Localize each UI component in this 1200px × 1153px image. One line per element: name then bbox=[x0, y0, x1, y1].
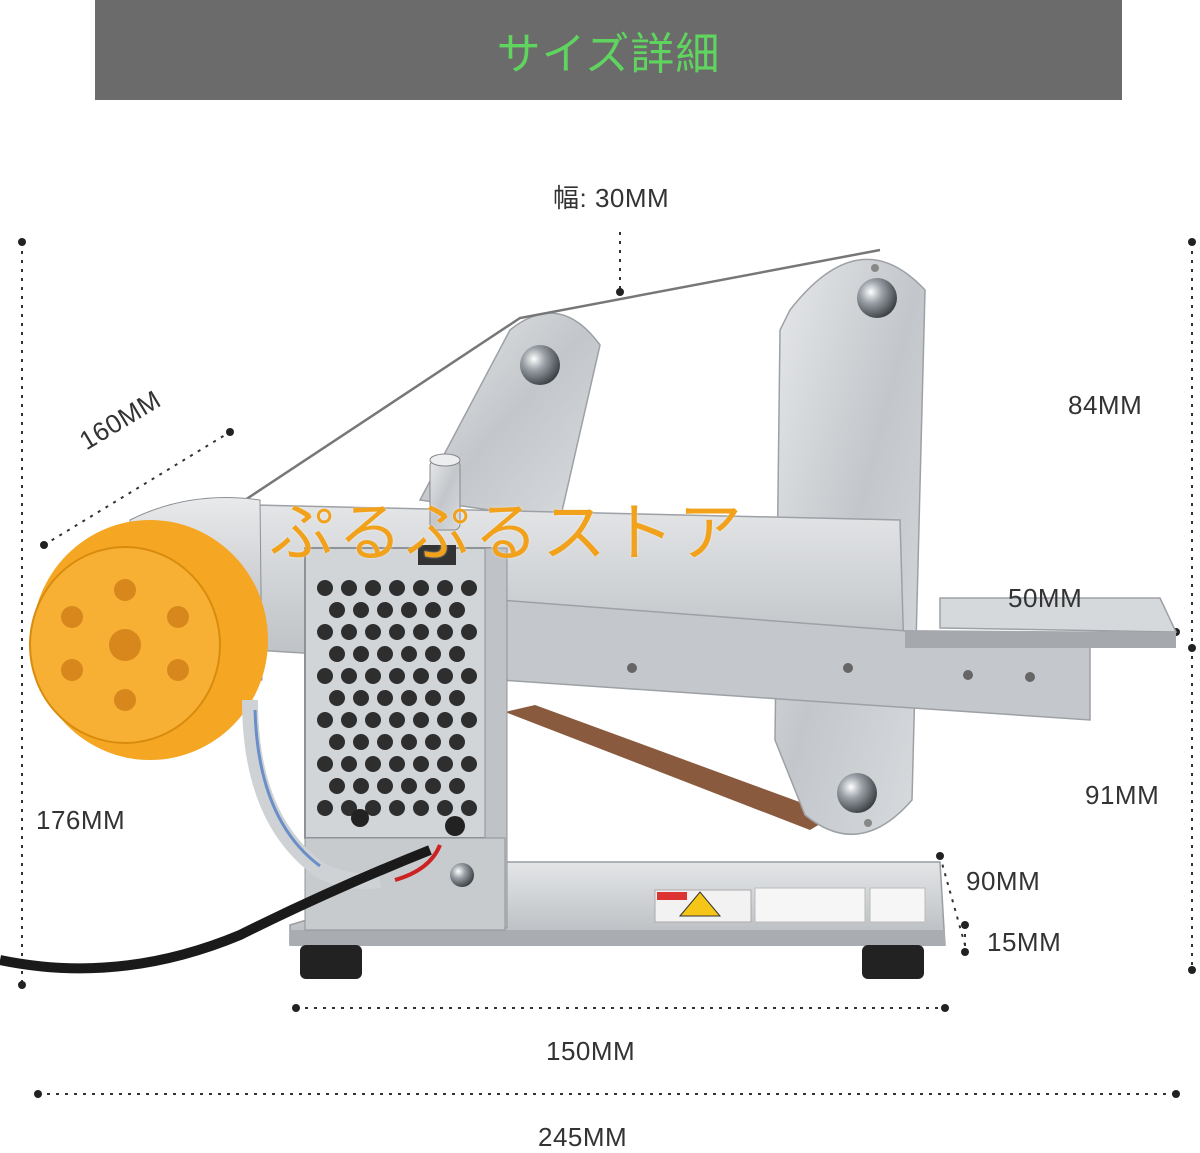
vent-hole bbox=[329, 690, 345, 706]
vent-hole bbox=[449, 778, 465, 794]
vent-hole bbox=[425, 646, 441, 662]
vent-hole bbox=[389, 668, 405, 684]
vent-hole bbox=[353, 646, 369, 662]
vent-hole bbox=[329, 646, 345, 662]
vent-hole bbox=[437, 756, 453, 772]
swing-arm bbox=[418, 312, 601, 521]
vent-hole bbox=[317, 580, 333, 596]
vent-hole bbox=[401, 778, 417, 794]
vent-hole bbox=[449, 734, 465, 750]
store-watermark: ぷるぷるストア bbox=[270, 497, 746, 571]
base-thickness-label: 15MM bbox=[987, 927, 1062, 957]
vent-hole bbox=[437, 668, 453, 684]
outer-belt bbox=[244, 248, 881, 502]
vent-hole bbox=[317, 624, 333, 640]
vent-hole bbox=[461, 668, 477, 684]
vent-hole bbox=[461, 756, 477, 772]
vent-hole bbox=[365, 712, 381, 728]
vent-hole bbox=[401, 646, 417, 662]
page-title: サイズ詳細 bbox=[496, 29, 721, 80]
vent-hole bbox=[449, 646, 465, 662]
vent-hole bbox=[329, 602, 345, 618]
vent-hole bbox=[437, 580, 453, 596]
vent-hole bbox=[461, 580, 477, 596]
vent-hole bbox=[317, 668, 333, 684]
title-banner: サイズ詳細 bbox=[95, 0, 1122, 100]
motor bbox=[29, 497, 268, 760]
vent-hole bbox=[317, 712, 333, 728]
vent-hole bbox=[461, 800, 477, 816]
vent-hole bbox=[449, 690, 465, 706]
vent-hole bbox=[401, 690, 417, 706]
vent-hole bbox=[377, 646, 393, 662]
vent-hole bbox=[341, 668, 357, 684]
vent-hole bbox=[425, 690, 441, 706]
vent-hole bbox=[377, 690, 393, 706]
vent-hole bbox=[401, 734, 417, 750]
vent-hole bbox=[341, 800, 357, 816]
vent-hole bbox=[461, 624, 477, 640]
controller-box bbox=[304, 545, 508, 931]
vent-hole bbox=[377, 734, 393, 750]
vent-hole bbox=[437, 624, 453, 640]
vent-hole bbox=[437, 712, 453, 728]
speed-knob bbox=[429, 453, 461, 531]
vent-hole bbox=[317, 800, 333, 816]
arm-length-line bbox=[43, 431, 231, 546]
vent-hole bbox=[413, 712, 429, 728]
vent-hole bbox=[329, 778, 345, 794]
vent-hole bbox=[341, 580, 357, 596]
vent-hole bbox=[377, 602, 393, 618]
vent-hole bbox=[389, 624, 405, 640]
belt-width-label: 幅: 30MM bbox=[553, 183, 670, 213]
total-height-label: 176MM bbox=[36, 805, 126, 835]
vent-hole bbox=[437, 800, 453, 816]
vent-hole bbox=[353, 602, 369, 618]
vent-hole bbox=[341, 712, 357, 728]
vent-hole bbox=[365, 580, 381, 596]
vent-hole bbox=[365, 800, 381, 816]
vent-hole bbox=[413, 668, 429, 684]
upper-height-label: 84MM bbox=[1068, 390, 1143, 420]
vent-hole bbox=[389, 756, 405, 772]
vent-hole bbox=[425, 778, 441, 794]
lower-height-label: 91MM bbox=[1085, 780, 1160, 810]
vent-hole bbox=[365, 668, 381, 684]
work-table bbox=[905, 597, 1178, 648]
vent-hole bbox=[353, 778, 369, 794]
sanding-belt bbox=[505, 705, 835, 830]
vent-hole bbox=[353, 690, 369, 706]
base-depth-label: 90MM bbox=[966, 866, 1041, 896]
base-depth-line bbox=[939, 855, 966, 946]
vent-hole bbox=[389, 580, 405, 596]
vent-hole bbox=[401, 602, 417, 618]
vent-hole bbox=[341, 756, 357, 772]
vent-hole bbox=[461, 712, 477, 728]
total-length-label: 245MM bbox=[538, 1122, 628, 1152]
vent-hole bbox=[449, 602, 465, 618]
vent-hole bbox=[365, 624, 381, 640]
vent-hole bbox=[425, 602, 441, 618]
cables bbox=[0, 699, 442, 974]
base-length-label: 150MM bbox=[546, 1036, 636, 1066]
vent-hole bbox=[341, 624, 357, 640]
vent-hole bbox=[317, 756, 333, 772]
vent-hole bbox=[413, 756, 429, 772]
vent-hole bbox=[389, 712, 405, 728]
vent-hole bbox=[365, 756, 381, 772]
vent-hole bbox=[329, 734, 345, 750]
vent-hole bbox=[389, 800, 405, 816]
table-width-label: 50MM bbox=[1008, 583, 1083, 613]
vent-hole bbox=[413, 580, 429, 596]
vent-hole bbox=[353, 734, 369, 750]
motor-cap bbox=[29, 520, 268, 760]
vent-hole bbox=[413, 800, 429, 816]
vent-hole bbox=[425, 734, 441, 750]
vent-hole bbox=[413, 624, 429, 640]
vent-hole bbox=[377, 778, 393, 794]
